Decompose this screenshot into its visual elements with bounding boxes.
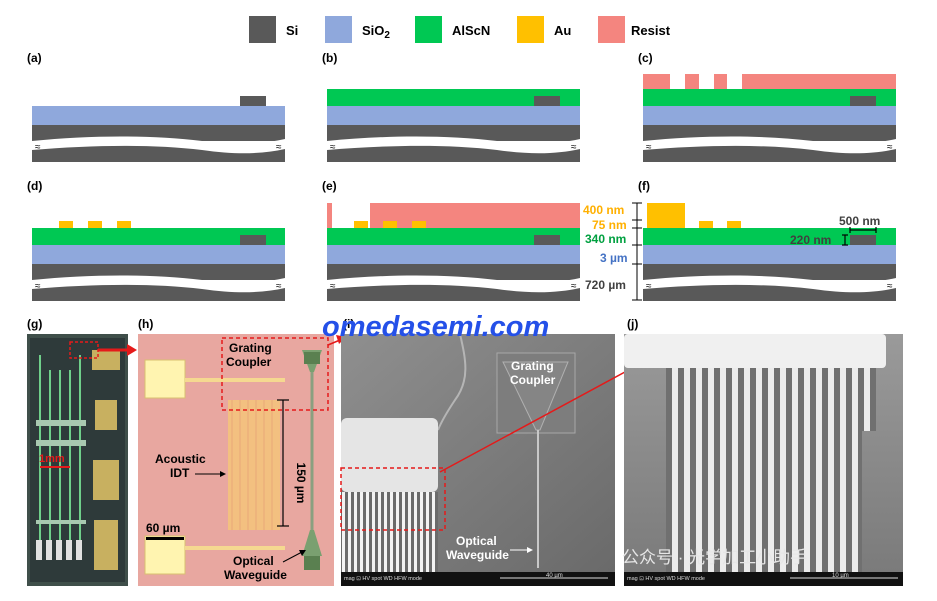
dim-width: 500 nm bbox=[839, 214, 880, 228]
thickness-sio2: 3 µm bbox=[600, 251, 628, 265]
legend-swatch-alscn bbox=[415, 16, 442, 43]
legend-label-alscn: AlScN bbox=[452, 23, 490, 38]
legend-label-resist: Resist bbox=[631, 23, 671, 38]
step-a-label: (a) bbox=[27, 51, 42, 65]
panel-h-waveguide-1: Optical bbox=[233, 554, 274, 568]
legend-swatch-au bbox=[517, 16, 544, 43]
thickness-alscn: 340 nm bbox=[585, 232, 626, 246]
panel-i-waveguide-2: Waveguide bbox=[446, 548, 509, 562]
panel-i-grating-2: Coupler bbox=[510, 373, 556, 387]
step-b: (b) bbox=[322, 51, 580, 162]
panel-h-label: (h) bbox=[138, 317, 153, 331]
panel-h-scale: 60 µm bbox=[146, 521, 180, 535]
panel-h-length: 150 µm bbox=[294, 463, 308, 504]
panel-j-infobar: mag ⊡ HV spot WD HFW mode bbox=[627, 576, 705, 582]
dim-height: 220 nm bbox=[790, 233, 831, 247]
panel-i: (i) Grating Coupler Optical Waveguide ma… bbox=[340, 317, 615, 586]
legend-swatch-resist bbox=[598, 16, 625, 43]
thickness-annotations: 400 nm 75 nm 340 nm 3 µm 720 µm bbox=[583, 202, 642, 301]
legend: Si SiO2 AlScN Au Resist bbox=[249, 16, 671, 43]
step-c-label: (c) bbox=[638, 51, 653, 65]
legend-label-si: Si bbox=[286, 23, 298, 38]
panel-h-grating-2: Coupler bbox=[226, 355, 272, 369]
legend-swatch-si bbox=[249, 16, 276, 43]
watermark: omedasemi.com bbox=[322, 311, 549, 343]
panel-g-label: (g) bbox=[27, 317, 42, 331]
panel-g-scale: 1mm bbox=[39, 453, 65, 465]
thickness-au: 400 nm bbox=[583, 203, 624, 217]
legend-label-sio2: SiO2 bbox=[362, 23, 390, 41]
step-e: (e) bbox=[322, 179, 580, 301]
panel-h-idt-2: IDT bbox=[170, 466, 190, 480]
panel-g: (g) 1mm bbox=[27, 317, 128, 586]
panel-i-grating-1: Grating bbox=[511, 359, 554, 373]
step-f: (f) 500 nm 220 nm bbox=[638, 179, 896, 301]
panel-i-label: (i) bbox=[343, 317, 354, 331]
step-c: (c) bbox=[638, 51, 896, 162]
step-f-label: (f) bbox=[638, 179, 650, 193]
wechat-tag: 公众号 · 光学加工小助手 bbox=[622, 548, 807, 567]
panel-h: (h) Grating Coupler Acoustic IDT 150 µm bbox=[138, 317, 334, 586]
panel-i-infobar: mag ⊡ HV spot WD HFW mode bbox=[344, 576, 422, 582]
step-e-label: (e) bbox=[322, 179, 337, 193]
panel-i-scale: 40 µm bbox=[546, 573, 563, 579]
panel-j: (j) mag ⊡ HV spot WD HFW mode 10 µm bbox=[624, 317, 903, 586]
step-d-label: (d) bbox=[27, 179, 42, 193]
panel-j-scale: 10 µm bbox=[832, 573, 849, 579]
thickness-resist-gap: 75 nm bbox=[592, 218, 627, 232]
zoom-arrow-ij bbox=[439, 365, 637, 473]
panel-j-label: (j) bbox=[627, 317, 638, 331]
legend-swatch-sio2 bbox=[325, 16, 352, 43]
step-b-label: (b) bbox=[322, 51, 337, 65]
panel-h-waveguide-2: Waveguide bbox=[224, 568, 287, 582]
legend-label-au: Au bbox=[554, 23, 571, 38]
panel-i-waveguide-1: Optical bbox=[456, 534, 497, 548]
panel-h-idt-1: Acoustic bbox=[155, 452, 206, 466]
si-waveguide bbox=[240, 96, 266, 106]
thickness-si: 720 µm bbox=[585, 278, 626, 292]
step-d: (d) bbox=[27, 179, 285, 301]
step-a: (a) bbox=[27, 51, 285, 162]
panel-h-grating-1: Grating bbox=[229, 341, 272, 355]
